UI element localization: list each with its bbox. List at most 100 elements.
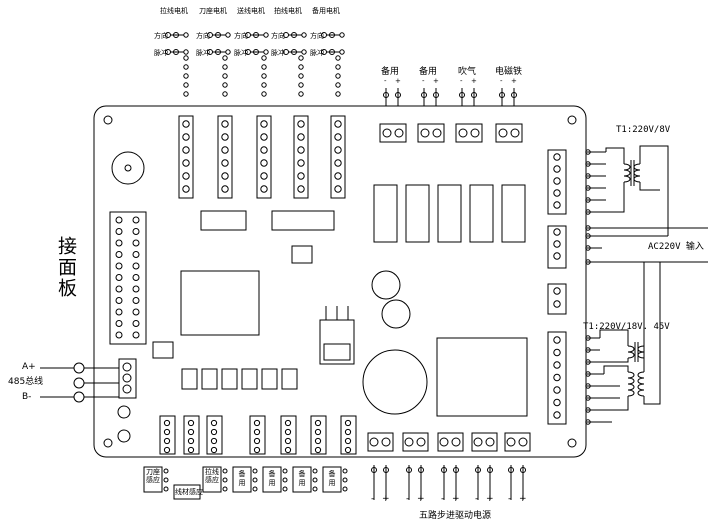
terminal-dot	[225, 32, 231, 38]
wire-dot	[252, 486, 258, 492]
header-pin	[334, 146, 342, 154]
sensor-pin	[253, 428, 261, 436]
top-terminal-block	[495, 123, 523, 143]
terminal-screw	[510, 128, 520, 138]
wire-pin	[183, 91, 189, 97]
connector-pin	[553, 201, 561, 209]
lead-dot	[383, 467, 389, 473]
capacitor	[381, 299, 411, 329]
terminal-screw	[458, 128, 468, 138]
lead-dot	[475, 467, 481, 473]
sensor-label: 备用	[298, 470, 306, 488]
wire-dot	[585, 209, 591, 215]
connector-pin	[553, 287, 561, 295]
terminal-screw	[420, 128, 430, 138]
header-pin	[221, 146, 229, 154]
terminal-dot	[301, 32, 307, 38]
terminal-screw	[485, 437, 495, 447]
wire-pin	[298, 73, 304, 79]
terminal-dot	[339, 49, 345, 55]
sensor-connector	[280, 415, 297, 455]
sensor-pin	[284, 437, 292, 445]
header-pin	[260, 146, 268, 154]
lead-dot	[520, 467, 526, 473]
wire-dot	[585, 161, 591, 167]
header-pin	[334, 120, 342, 128]
header-pin	[115, 239, 123, 247]
terminal-screw	[369, 437, 379, 447]
connector-pin	[553, 300, 561, 308]
ic-chip-a	[200, 210, 247, 231]
wire-dot	[585, 371, 591, 377]
header-pin	[221, 133, 229, 141]
wire-dot	[252, 477, 258, 483]
sensor-pin	[210, 428, 218, 436]
top-terminal-label: 备用	[419, 67, 438, 77]
right-connector-aux	[547, 283, 567, 315]
motor-label: 拉线电机	[160, 7, 188, 15]
wire-pin	[298, 64, 304, 70]
terminal-dot	[339, 32, 345, 38]
pulse-label: 脉冲	[196, 49, 210, 57]
header-pin	[297, 159, 305, 167]
stepper-power-terminal	[471, 432, 498, 452]
terminal-dot	[225, 49, 231, 55]
header-pin	[115, 285, 123, 293]
wire-pin	[335, 55, 341, 61]
sensor-pin	[163, 446, 171, 454]
header-pin	[297, 133, 305, 141]
motor-header	[178, 115, 194, 199]
header-pin	[182, 146, 190, 154]
mount-screw	[117, 405, 131, 419]
polarity-minus: -	[422, 77, 425, 85]
polarity-plus: +	[452, 494, 460, 504]
sensor-pin	[187, 446, 195, 454]
relay	[437, 184, 462, 243]
lead-dot	[371, 467, 377, 473]
wire-pin	[335, 91, 341, 97]
header-pin	[132, 216, 140, 224]
stepper-power-terminal	[437, 432, 464, 452]
polarity-minus: -	[460, 77, 463, 85]
sensor-pin	[253, 446, 261, 454]
header-pin	[221, 159, 229, 167]
header-pin	[132, 320, 140, 327]
sensor-pin	[253, 437, 261, 445]
terminal-dot	[301, 49, 307, 55]
lead-dot	[453, 467, 459, 473]
lead-dot	[406, 467, 412, 473]
mounting-hole	[103, 438, 113, 448]
terminal-screw	[432, 128, 442, 138]
rs485-screw	[73, 362, 85, 374]
connector-pin	[553, 386, 561, 394]
header-pin	[115, 308, 123, 316]
header-pin	[221, 172, 229, 180]
right-connector-ac	[547, 225, 567, 269]
buzzer-center	[124, 164, 132, 172]
connector-pin	[553, 228, 561, 236]
sensor-connector	[206, 415, 223, 455]
main-board-outline	[93, 105, 587, 458]
sensor-pin	[344, 428, 352, 436]
header-pin	[132, 274, 140, 281]
connector-pin	[553, 411, 561, 419]
polarity-minus: -	[475, 494, 479, 504]
header-pin	[221, 120, 229, 128]
terminal-screw	[439, 437, 449, 447]
terminal-screw	[122, 384, 132, 394]
right-connector-t2	[547, 331, 567, 425]
wire-dot	[585, 197, 591, 203]
sensor-connector	[340, 415, 357, 455]
terminal-screw	[470, 128, 480, 138]
terminal-dot	[183, 49, 189, 55]
polarity-minus: -	[384, 77, 387, 85]
header-pin	[182, 185, 190, 193]
lead-dot	[418, 467, 424, 473]
connector-pin	[553, 361, 561, 369]
wire-dot	[585, 407, 591, 413]
terminal-screw	[498, 128, 508, 138]
terminal-screw	[506, 437, 516, 447]
wire-dot	[222, 468, 228, 474]
sensor-pin	[314, 446, 322, 454]
right-connector-t1	[547, 149, 567, 215]
